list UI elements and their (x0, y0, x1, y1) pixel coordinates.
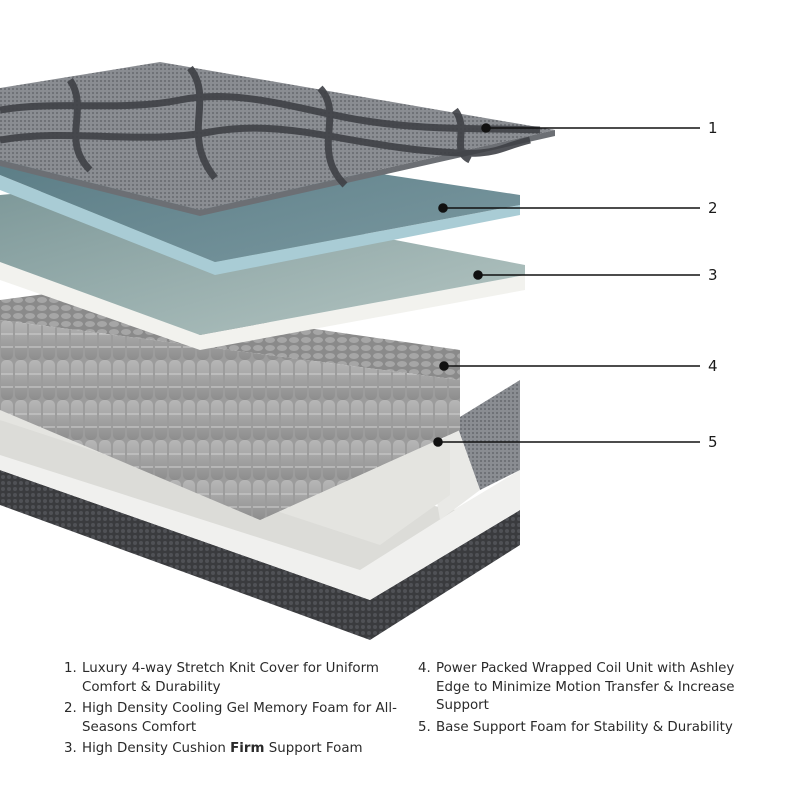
callout-number-4: 4 (708, 357, 718, 375)
legend-column-right: 4. Power Packed Wrapped Coil Unit with A… (418, 660, 738, 740)
leader-3 (473, 270, 700, 280)
legend-item-4: 4. Power Packed Wrapped Coil Unit with A… (418, 661, 735, 713)
leader-4 (439, 361, 700, 371)
legend-item-1: 1. Luxury 4-way Stretch Knit Cover for U… (64, 661, 379, 695)
layer-stretch-knit-cover (0, 62, 555, 216)
leader-2 (438, 203, 700, 213)
callout-number-5: 5 (708, 433, 718, 451)
callout-leaders (433, 123, 700, 447)
legend-item-3: 3. High Density Cushion Firm Support Foa… (64, 741, 363, 756)
legend-item-5: 5. Base Support Foam for Stability & Dur… (418, 719, 733, 735)
emphasis-firm: Firm (230, 741, 265, 756)
legend-item-2: 2. High Density Cooling Gel Memory Foam … (64, 701, 397, 735)
legend-column-left: 1. Luxury 4-way Stretch Knit Cover for U… (64, 660, 404, 762)
leader-5 (433, 437, 700, 447)
leader-1 (481, 123, 700, 133)
callout-number-1: 1 (708, 119, 718, 137)
callout-number-2: 2 (708, 199, 718, 217)
callout-number-3: 3 (708, 266, 718, 284)
